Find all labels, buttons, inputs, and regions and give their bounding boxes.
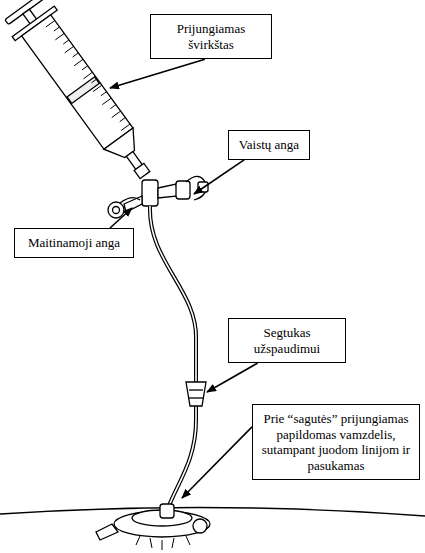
callout-box: Prijungiamas švirkštas xyxy=(150,14,272,59)
leader-arrow xyxy=(110,59,205,88)
leader-arrow xyxy=(110,208,132,228)
callout-text: Maitinamoji anga xyxy=(20,235,128,251)
callout-box: Segtukas užspaudimui xyxy=(228,318,346,363)
callout-text: Prie “sagutės” prijungiamas papildomas v… xyxy=(258,411,414,473)
clamp xyxy=(186,382,206,406)
callout-box: Vaistų anga xyxy=(228,130,310,160)
callout-box: Prie “sagutės” prijungiamas papildomas v… xyxy=(252,404,420,480)
skin-line xyxy=(0,507,425,516)
y-port xyxy=(108,176,208,218)
callout-text: Vaistų anga xyxy=(234,137,304,153)
leader-arrow xyxy=(182,427,252,498)
tube xyxy=(150,206,196,508)
syringe xyxy=(2,0,166,190)
callout-text: Prijungiamas švirkštas xyxy=(156,21,266,52)
callout-text: Segtukas užspaudimui xyxy=(234,325,340,356)
leader-arrow xyxy=(194,160,244,194)
callout-box: Maitinamoji anga xyxy=(14,228,134,258)
gastrostomy-button xyxy=(96,504,210,550)
leader-arrow xyxy=(207,363,258,392)
